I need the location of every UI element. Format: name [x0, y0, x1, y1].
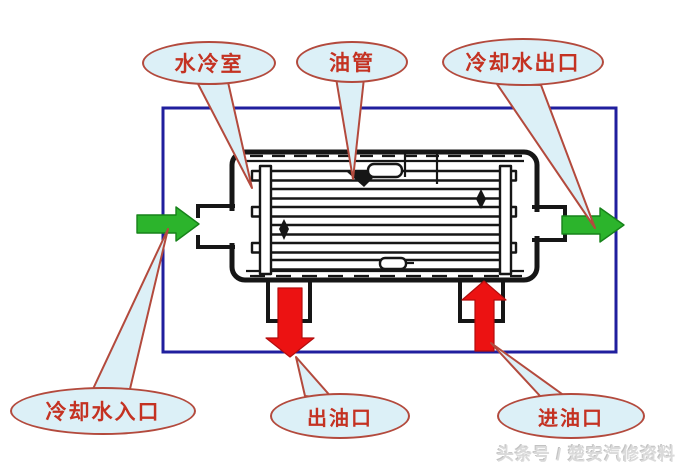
- callout-water-chamber: 水冷室: [142, 41, 276, 85]
- callout-oil-pipe-label: 油管: [329, 52, 375, 75]
- watermark: 头条号 / 楚安汽修资料: [496, 445, 676, 464]
- water-ports: [196, 204, 567, 249]
- left-header-plate: [258, 164, 273, 276]
- oil-tube-stack: [250, 153, 518, 276]
- oil-ports: [266, 279, 505, 323]
- callout-cooling-water-inlet-label: 冷却水入口: [45, 401, 161, 424]
- water-chamber-leader: [195, 79, 253, 189]
- callout-water-chamber-label: 水冷室: [174, 53, 244, 76]
- oil-inlet-arrow-icon: [461, 280, 507, 352]
- callout-oil-pipe: 油管: [296, 41, 408, 83]
- water-inlet-arrow-icon: [136, 206, 200, 242]
- oil-outlet-arrow-icon: [265, 287, 315, 358]
- water-outlet-port: [532, 205, 567, 242]
- callout-oil-inlet: 进油口: [497, 393, 645, 439]
- cooling-water-inlet-leader: [92, 228, 169, 390]
- water-inlet-port: [196, 204, 235, 249]
- callout-oil-inlet-label: 进油口: [538, 407, 604, 430]
- callout-leader-lines: [92, 77, 596, 400]
- callout-cooling-water-outlet: 冷却水出口: [442, 38, 604, 86]
- flow-marker-right: [476, 189, 486, 209]
- callout-cooling-water-inlet: 冷却水入口: [10, 387, 196, 435]
- right-header-plate: [498, 164, 513, 276]
- callout-oil-outlet-label: 出油口: [307, 407, 373, 430]
- callout-cooling-water-outlet-label: 冷却水出口: [465, 52, 581, 75]
- bottom-fitting: [378, 256, 408, 271]
- callout-oil-outlet: 出油口: [270, 393, 410, 439]
- top-fitting: [366, 162, 404, 179]
- flow-marker-left: [279, 219, 289, 240]
